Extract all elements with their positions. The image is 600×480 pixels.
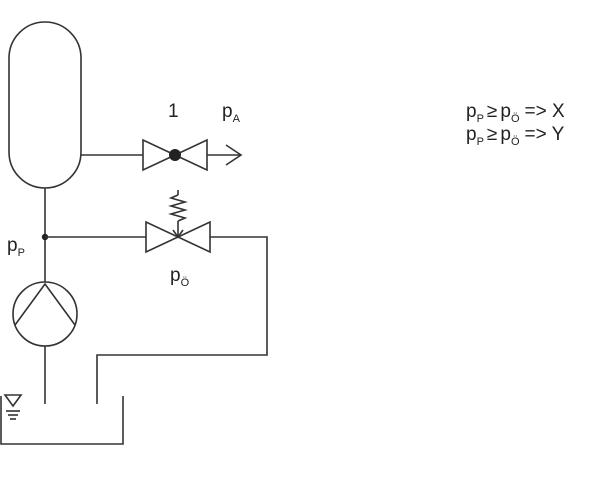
outlet-arrow-icon — [207, 144, 243, 166]
spring-icon — [168, 190, 188, 239]
accumulator — [8, 21, 82, 189]
pump-icon — [12, 281, 78, 347]
formula-line-y: pP≥pÖ=> Y — [466, 124, 565, 148]
tank — [0, 396, 124, 445]
pipe-relief-return — [96, 236, 268, 404]
label-pA: pA — [222, 101, 241, 125]
label-pO: pÖ — [170, 265, 190, 289]
formula-line-x: pP≥pÖ=> X — [466, 101, 565, 125]
label-pP: pP — [7, 235, 25, 259]
valve-1-number: 1 — [168, 101, 179, 122]
fluid-level-icon — [3, 394, 23, 420]
valve-1 — [142, 138, 208, 172]
